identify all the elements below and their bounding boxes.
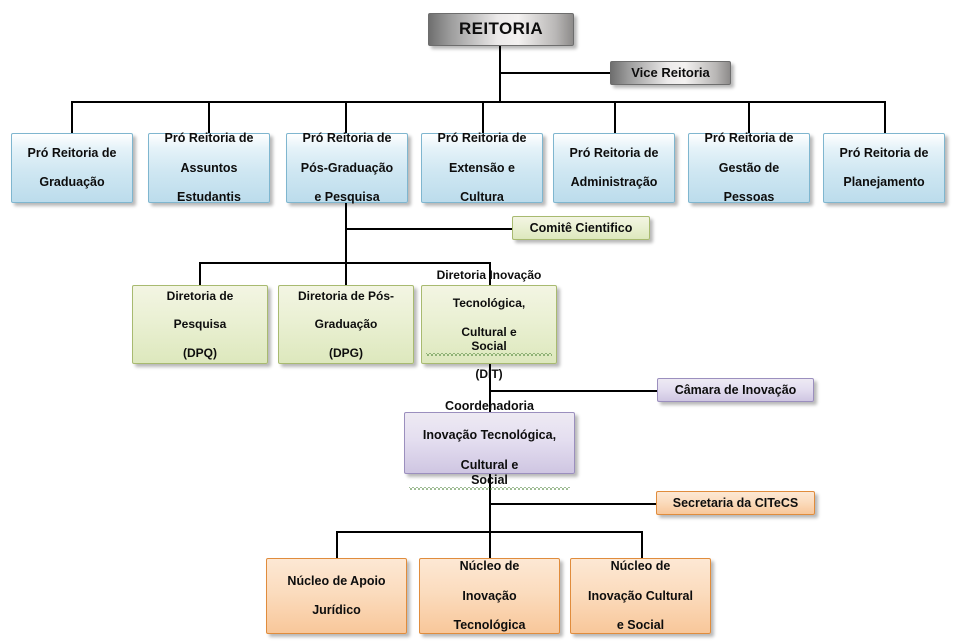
connector-pro-6-drop: [748, 101, 750, 133]
connector-vice-horizontal: [499, 72, 611, 74]
node-label: Pró Reitoria de Pós-Graduação e Pesquisa: [300, 131, 394, 205]
node-secretaria-citecs[interactable]: Secretaria da CITeCS: [656, 491, 815, 515]
connector-camara-horizontal: [489, 390, 657, 392]
node-nucleo-inovacao-cultural-social[interactable]: Núcleo de Inovação Cultural e Social: [570, 558, 711, 634]
node-label: Núcleo de Apoio Jurídico: [287, 573, 386, 618]
node-label: Diretoria Inovação Tecnológica, Cultural…: [426, 268, 552, 381]
connector-pro-2-drop: [208, 101, 210, 133]
node-nucleo-apoio-juridico[interactable]: Núcleo de Apoio Jurídico: [266, 558, 407, 634]
node-label: Diretoria de Pós- Graduação (DPG): [297, 289, 395, 360]
connector-dit-stem: [489, 364, 491, 413]
node-label: Diretoria de Pesquisa (DPQ): [166, 289, 234, 360]
node-reitoria[interactable]: REITORIA: [428, 13, 574, 46]
node-pro-reitoria-administracao[interactable]: Pró Reitoria de Administração: [553, 133, 675, 203]
connector-pro-reitorias-bus: [71, 101, 886, 103]
grammar-underline-social: Social: [426, 339, 552, 357]
connector-pro-3-drop: [345, 101, 347, 133]
connector-nucleo-2-drop: [489, 531, 491, 558]
node-vice-reitoria[interactable]: Vice Reitoria: [610, 61, 731, 85]
connector-dir-3-drop: [489, 262, 491, 285]
node-label: Pró Reitoria de Extensão e Cultura: [437, 131, 527, 205]
node-label: Pró Reitoria de Graduação: [27, 145, 117, 190]
node-pro-reitoria-assuntos-estudantis[interactable]: Pró Reitoria de Assuntos Estudantis: [148, 131, 270, 205]
node-pro-reitoria-extensao-cultura[interactable]: Pró Reitoria de Extensão e Cultura: [421, 131, 543, 205]
node-diretoria-inovacao-tecnologica[interactable]: Diretoria Inovação Tecnológica, Cultural…: [421, 268, 557, 381]
connector-dir-2-drop: [345, 262, 347, 285]
node-pro-reitoria-pos-graduacao-pesquisa[interactable]: Pró Reitoria de Pós-Graduação e Pesquisa: [286, 131, 408, 205]
connector-pro-5-drop: [614, 101, 616, 133]
node-comite-cientifico-label: Comitê Cientifico: [529, 220, 633, 235]
node-comite-cientifico[interactable]: Comitê Cientifico: [512, 216, 650, 240]
node-pro-reitoria-planejamento[interactable]: Pró Reitoria de Planejamento: [823, 133, 945, 203]
connector-comite-horizontal: [345, 228, 512, 230]
grammar-underline-social: Social: [409, 473, 570, 490]
node-nucleo-inovacao-tecnologica[interactable]: Núcleo de Inovação Tecnológica: [419, 558, 560, 634]
node-secretaria-citecs-label: Secretaria da CITeCS: [672, 495, 799, 510]
node-pro-reitoria-graduacao[interactable]: Pró Reitoria de Graduação: [11, 133, 133, 203]
connector-pro-7-drop: [884, 101, 886, 133]
node-label: Núcleo de Inovação Cultural e Social: [588, 559, 693, 633]
connector-secretaria-horizontal: [489, 503, 656, 505]
connector-pro-4-drop: [482, 101, 484, 133]
node-label: Pró Reitoria de Assuntos Estudantis: [164, 131, 254, 205]
node-vice-reitoria-label: Vice Reitoria: [631, 65, 710, 81]
node-coordenadoria-citecs[interactable]: Coordenadoria Inovação Tecnológica, Cult…: [404, 399, 575, 490]
connector-pro-1-drop: [71, 101, 73, 133]
node-camara-inovacao[interactable]: Câmara de Inovação: [657, 378, 814, 402]
node-label: Pró Reitoria de Planejamento: [839, 145, 929, 190]
node-label: Coordenadoria Inovação Tecnológica, Cult…: [409, 399, 570, 490]
node-diretoria-pesquisa[interactable]: Diretoria de Pesquisa (DPQ): [132, 285, 268, 364]
connector-posgrad-stem: [345, 203, 347, 285]
node-pro-reitoria-gestao-pessoas[interactable]: Pró Reitoria de Gestão de Pessoas: [688, 131, 810, 205]
node-camara-inovacao-label: Câmara de Inovação: [674, 382, 797, 397]
connector-nucleo-3-drop: [641, 531, 643, 558]
node-label: Pró Reitoria de Gestão de Pessoas: [704, 131, 794, 205]
node-label: Pró Reitoria de Administração: [569, 145, 659, 190]
node-label: Núcleo de Inovação Tecnológica: [453, 559, 526, 633]
connector-dir-1-drop: [199, 262, 201, 285]
node-diretoria-pos-graduacao[interactable]: Diretoria de Pós- Graduação (DPG): [278, 285, 414, 364]
connector-nucleo-1-drop: [336, 531, 338, 558]
node-reitoria-label: REITORIA: [458, 19, 544, 39]
